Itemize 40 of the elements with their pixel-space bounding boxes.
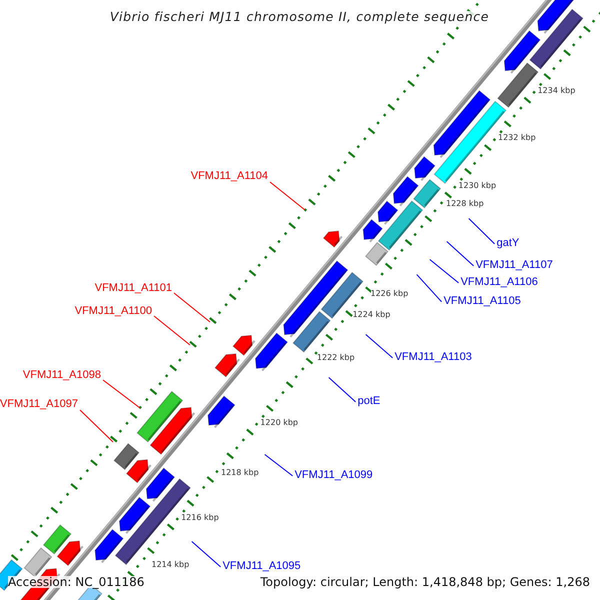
tick-label: 1218 kbp [221, 468, 259, 477]
leader-line [416, 274, 442, 302]
gene-label: VFMJ11_A1104 [190, 171, 268, 182]
tick-label: 1226 kbp [370, 290, 408, 298]
tick-label: 1222 kbp [316, 354, 355, 362]
leader-line [191, 541, 222, 568]
tick-label: 1230 kbp [458, 182, 496, 190]
leader-line [264, 454, 294, 476]
tick-label: 1232 kbp [498, 134, 536, 142]
leader-line [270, 182, 306, 210]
gene-label: VFMJ11_A1105 [444, 296, 521, 307]
tick-label: 1214 kbp [152, 560, 190, 569]
gene-label: VFMJ11_A1098 [22, 370, 101, 381]
leader-line [80, 410, 114, 442]
gene-label: VFMJ11_A1106 [460, 276, 538, 288]
leader-line [365, 334, 394, 358]
gene-label: VFMJ11_A1097 [0, 399, 78, 410]
tick-label: 1228 kbp [446, 200, 484, 208]
gene-label: VFMJ11_A1103 [394, 352, 472, 363]
tick-label: 1220 kbp [260, 418, 298, 427]
leader-line [102, 380, 140, 408]
gene-label: potE [358, 396, 380, 407]
tick-label: 1216 kbp [181, 514, 219, 522]
sequence-info-note: Topology: circular; Length: 1,418,848 bp; Genes: 1,268 [260, 576, 590, 588]
gene-label: VFMJ11_A1101 [94, 283, 172, 294]
accession-note: Accession: NC_011186 [8, 576, 144, 588]
gene-label: gatY [496, 238, 520, 249]
leader-line [174, 292, 210, 322]
gene-label: VFMJ11_A1099 [294, 470, 373, 481]
leader-line [154, 316, 190, 346]
gene-label: VFMJ11_A1107 [476, 260, 553, 271]
leader-line [429, 259, 460, 284]
gene-label: VFMJ11_A1095 [222, 560, 301, 572]
gene-label: VFMJ11_A1100 [74, 306, 152, 317]
tick-label: 1224 kbp [352, 311, 390, 320]
leader-line [328, 377, 356, 402]
map-title: Vibrio fischeri MJ11 chromosome II, complete sequence [110, 11, 489, 24]
leader-line [468, 218, 496, 244]
leader-line [446, 241, 474, 266]
tick-label: 1234 kbp [538, 86, 576, 95]
